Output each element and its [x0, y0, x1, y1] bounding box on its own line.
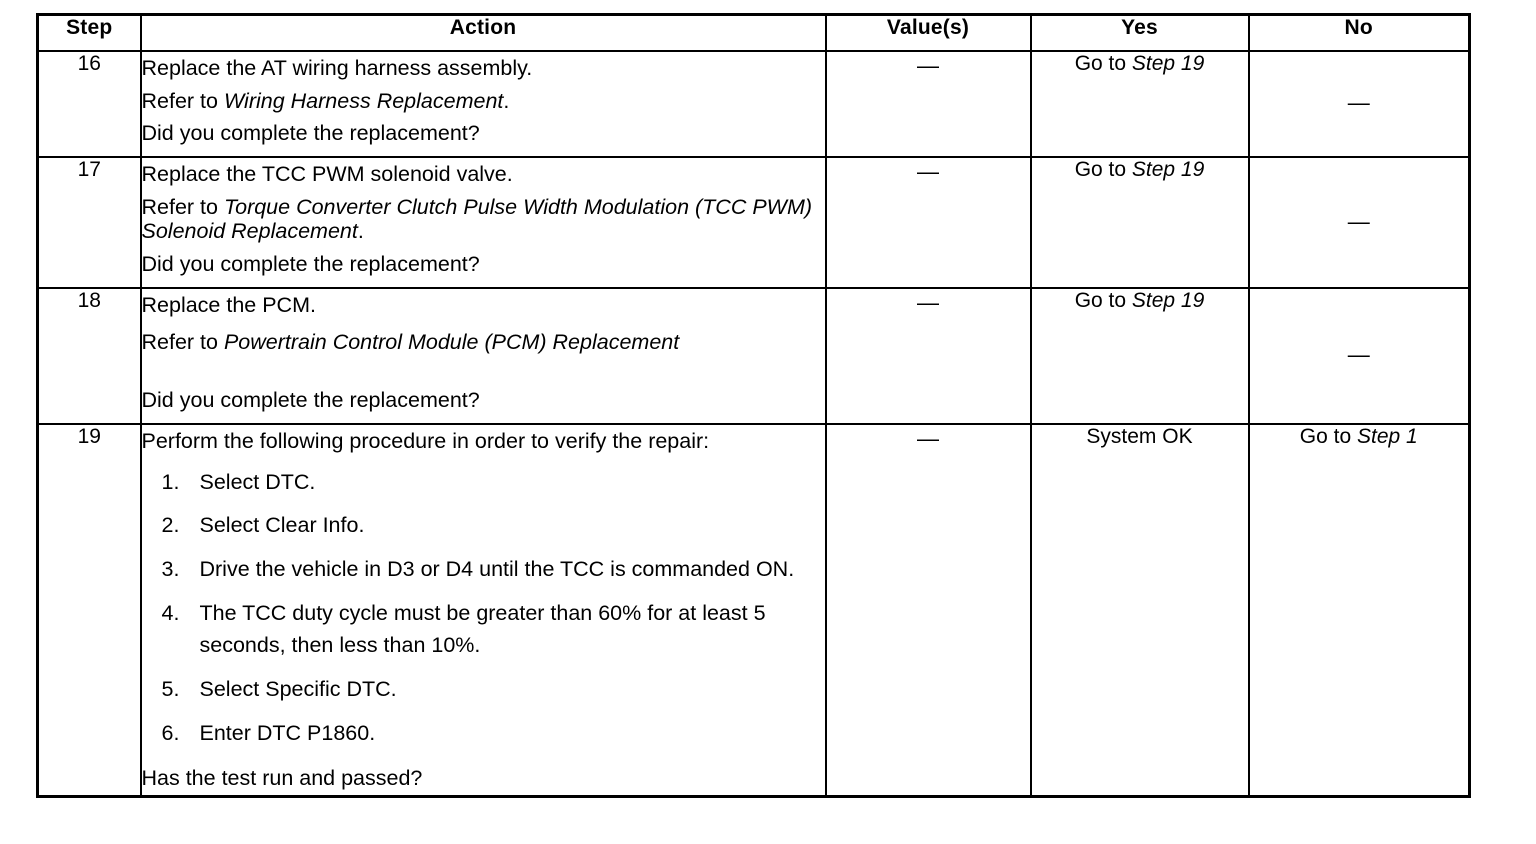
- action-line: Replace the TCC PWM solenoid valve.: [141, 162, 513, 186]
- table-row: 16 Replace the AT wiring harness assembl…: [36, 50, 1471, 158]
- yes-cell: Go to Step 19: [1029, 156, 1250, 289]
- list-item-number: 1.: [161, 469, 180, 494]
- no-cell: —: [1247, 50, 1471, 158]
- value-dash: —: [917, 159, 939, 185]
- list-item-number: 4.: [161, 601, 180, 626]
- action-reference-line: Refer to Wiring Harness Replacement.: [142, 85, 825, 118]
- table-row: 19 Perform the following procedure in or…: [36, 423, 1471, 798]
- diagnostic-table: Step Action Value(s) Yes No 16 Replace t…: [36, 13, 1471, 799]
- table-body: 16 Replace the AT wiring harness assembl…: [36, 50, 1471, 798]
- column-header-yes: Yes: [1029, 13, 1250, 52]
- action-cell: Replace the PCM. Refer to Powertrain Con…: [139, 287, 827, 425]
- value-cell: —: [824, 423, 1032, 798]
- yes-cell: System OK: [1029, 423, 1250, 798]
- value-dash: —: [917, 290, 939, 316]
- list-item-text: Select DTC.: [199, 469, 316, 494]
- value-cell: —: [824, 156, 1032, 289]
- list-item-text: The TCC duty cycle must be greater than …: [199, 601, 766, 657]
- yes-result-text: System OK: [1086, 425, 1193, 448]
- reference-title: Wiring Harness Replacement: [223, 88, 504, 113]
- action-line: Replace the PCM.: [141, 293, 316, 317]
- list-item-number: 6.: [161, 720, 180, 745]
- list-item: 2. Select Clear Info.: [142, 510, 825, 542]
- no-dash: —: [1347, 90, 1370, 115]
- action-reference-line: Refer to Powertrain Control Module (PCM)…: [142, 326, 825, 359]
- list-item: 5. Select Specific DTC.: [142, 674, 825, 706]
- value-dash: —: [917, 426, 939, 452]
- header-row: Step Action Value(s) Yes No: [36, 13, 1471, 52]
- list-item-number: 5.: [161, 676, 180, 701]
- reference-title: Powertrain Control Module (PCM) Replacem…: [223, 329, 680, 354]
- no-cell: —: [1247, 287, 1471, 425]
- action-cell: Replace the AT wiring harness assembly. …: [139, 50, 827, 158]
- column-header-no: No: [1247, 13, 1471, 52]
- column-header-values: Value(s): [824, 13, 1032, 52]
- value-cell: —: [824, 287, 1032, 425]
- action-reference-line: Refer to Torque Converter Clutch Pulse W…: [142, 195, 825, 244]
- yes-prefix: Go to: [1074, 158, 1132, 181]
- list-item-text: Enter DTC P1860.: [199, 720, 376, 745]
- action-question-line: Did you complete the replacement?: [141, 121, 480, 146]
- list-item: 4. The TCC duty cycle must be greater th…: [142, 598, 825, 662]
- step-number-cell: 18: [36, 287, 142, 425]
- yes-prefix: Go to: [1074, 289, 1132, 312]
- yes-cell: Go to Step 19: [1029, 287, 1250, 425]
- action-line: Replace the AT wiring harness assembly.: [141, 56, 533, 80]
- yes-step-link: Step 19: [1131, 158, 1205, 181]
- list-item: 3. Drive the vehicle in D3 or D4 until t…: [142, 554, 825, 586]
- list-item: 1. Select DTC.: [142, 467, 825, 499]
- reference-title: Torque Converter Clutch Pulse Width Modu…: [141, 194, 813, 244]
- action-question-line: Has the test run and passed?: [141, 766, 423, 791]
- yes-step-link: Step 19: [1131, 289, 1205, 312]
- table-row: 18 Replace the PCM. Refer to Powertrain …: [36, 287, 1471, 425]
- procedure-list: 1. Select DTC. 2. Select Clear Info. 3. …: [142, 467, 825, 750]
- list-item-number: 2.: [161, 513, 180, 538]
- no-cell: —: [1247, 156, 1471, 289]
- list-item: 6. Enter DTC P1860.: [142, 718, 825, 750]
- no-dash: —: [1347, 342, 1370, 367]
- reference-suffix: .: [503, 88, 510, 113]
- table-row: 17 Replace the TCC PWM solenoid valve. R…: [36, 156, 1471, 289]
- action-question-line: Did you complete the replacement?: [141, 251, 480, 276]
- reference-prefix: Refer to: [141, 194, 224, 219]
- step-number-cell: 16: [36, 50, 142, 158]
- action-cell: Perform the following procedure in order…: [139, 423, 827, 798]
- no-dash: —: [1347, 208, 1370, 234]
- no-cell: Go to Step 1: [1247, 423, 1471, 798]
- step-number-cell: 19: [36, 423, 142, 798]
- list-item-text: Select Clear Info.: [199, 513, 365, 538]
- action-intro-line: Perform the following procedure in order…: [141, 429, 710, 453]
- no-prefix: Go to: [1299, 425, 1357, 448]
- no-step-link: Step 1: [1356, 425, 1418, 448]
- action-cell: Replace the TCC PWM solenoid valve. Refe…: [139, 156, 827, 289]
- list-item-text: Drive the vehicle in D3 or D4 until the …: [199, 557, 795, 582]
- yes-cell: Go to Step 19: [1029, 50, 1250, 158]
- reference-suffix: .: [357, 219, 364, 244]
- yes-step-link: Step 19: [1131, 52, 1205, 75]
- column-header-action: Action: [139, 13, 827, 52]
- list-item-number: 3.: [161, 557, 180, 582]
- value-dash: —: [917, 53, 939, 79]
- table-header: Step Action Value(s) Yes No: [36, 13, 1471, 52]
- step-number-cell: 17: [36, 156, 142, 289]
- value-cell: —: [824, 50, 1032, 158]
- reference-prefix: Refer to: [141, 88, 224, 113]
- action-question-line: Did you complete the replacement?: [141, 388, 480, 413]
- reference-prefix: Refer to: [141, 329, 224, 354]
- list-item-text: Select Specific DTC.: [199, 676, 397, 701]
- yes-prefix: Go to: [1074, 52, 1132, 75]
- column-header-step: Step: [36, 13, 142, 52]
